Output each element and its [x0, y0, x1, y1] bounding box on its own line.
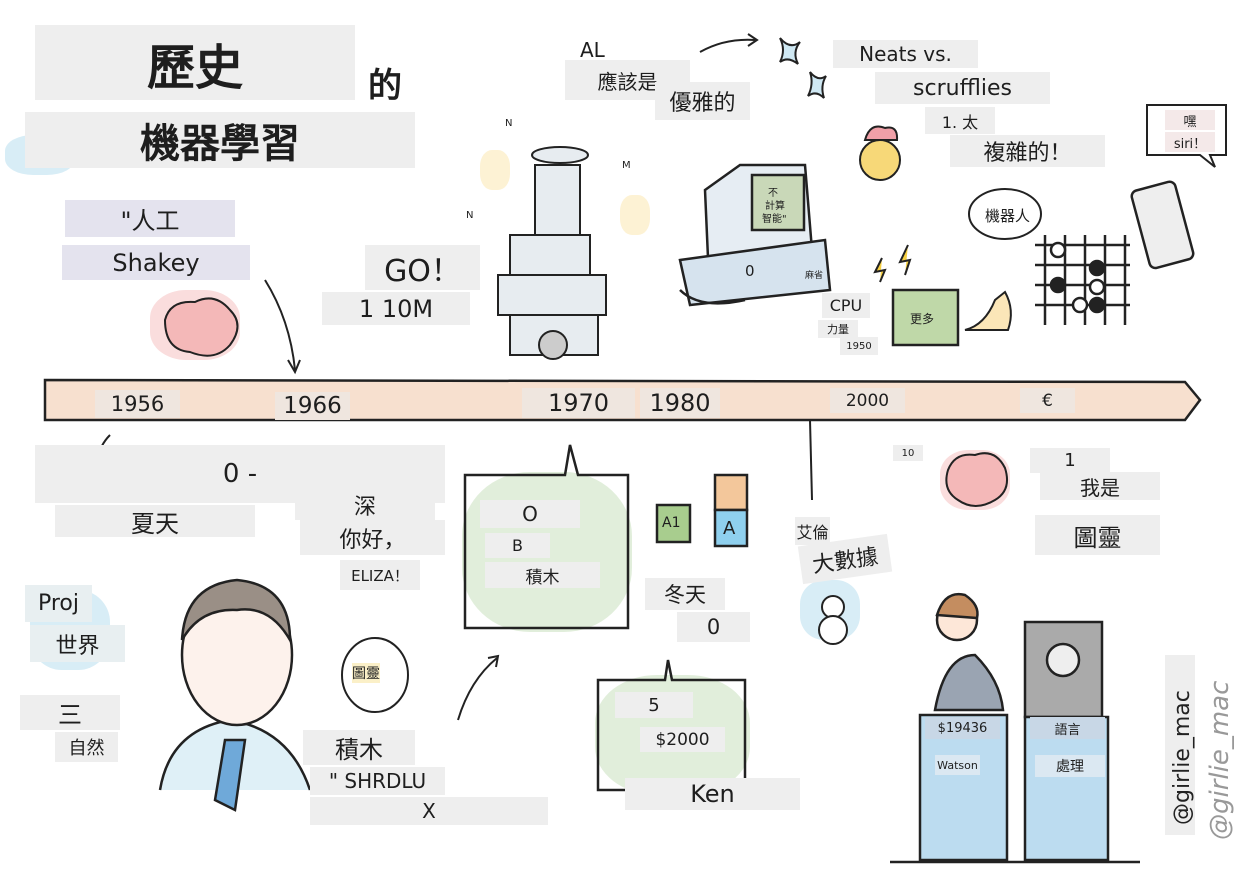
credit-handle: @girlie_mac — [1170, 690, 1195, 825]
label-power: 力量 — [818, 320, 858, 338]
monitor-tag: 麻省 — [805, 271, 824, 281]
timeline-year: 1980 — [640, 388, 720, 418]
box-o: O — [480, 500, 580, 528]
arrow-icon — [457, 657, 498, 721]
title-line1: 歷史 — [35, 25, 355, 100]
label-shrdlu-x: X — [310, 797, 548, 825]
label-robot: 機器人 — [985, 207, 1031, 225]
label-allen: 艾倫 — [795, 517, 830, 545]
cube-icon — [713, 508, 749, 548]
credit-box — [1165, 655, 1195, 835]
label-eliza: ELIZA！ — [340, 560, 420, 590]
box-b: B — [485, 533, 550, 558]
arrow-icon — [264, 279, 296, 371]
cpu-chip-icon — [891, 288, 960, 347]
box-blocks: 積木 — [485, 562, 600, 588]
speech-box — [596, 659, 747, 792]
sparkle-icon — [807, 71, 827, 99]
speech-bubble — [968, 188, 1042, 240]
label-world: 世界 — [30, 625, 125, 662]
label-winter: 冬天 — [645, 578, 725, 610]
timeline-year: 1956 — [95, 390, 180, 418]
label-deep: 深 — [295, 490, 435, 520]
label-shakey: Shakey — [62, 245, 250, 280]
label-go: GO！ — [365, 245, 480, 290]
monitor-line3: 智能" — [762, 214, 787, 225]
muscle-arm-icon — [964, 290, 1012, 331]
computer-icon — [678, 163, 832, 307]
timeline-year: 2000 — [830, 388, 905, 413]
pointer-line — [809, 419, 813, 501]
go-board-icon — [1035, 235, 1130, 325]
lightning-icon — [873, 257, 887, 283]
timeline-year: 1970 — [522, 388, 635, 418]
arrow-icon — [699, 38, 756, 53]
speech-box — [463, 444, 630, 630]
label-five: 5 — [615, 692, 693, 718]
phone-icon — [1130, 180, 1195, 270]
label-turing-bubble: 圖靈 — [352, 663, 380, 683]
label-ai: "人工 — [65, 200, 235, 237]
robot-letter-m: M — [622, 160, 631, 171]
chip-label: 更多 — [910, 312, 935, 326]
label-summer: 夏天 — [55, 505, 255, 538]
label-hello: 你好， — [300, 520, 445, 555]
label-elegant: 優雅的 — [655, 82, 750, 120]
wash — [480, 150, 510, 190]
title-line2: 機器學習 — [25, 112, 415, 168]
label-proj: Proj — [25, 585, 92, 622]
timeline-year: € — [1020, 388, 1075, 413]
label-go-count: 1 10M — [322, 292, 470, 325]
shakey-robot-icon — [497, 146, 607, 360]
title-particle: 的 — [368, 66, 402, 106]
snowman-icon — [818, 595, 848, 645]
label-shrdlu-blocks: 積木 — [303, 730, 415, 765]
podium-processing: 處理 — [1035, 755, 1105, 777]
sparkle-icon — [779, 37, 801, 65]
mind-blown-icon — [859, 125, 901, 181]
brain-icon — [945, 452, 1008, 507]
portrait-icon — [158, 578, 312, 812]
credit-watermark: @girlie_mac — [1205, 680, 1235, 840]
label-hey: 嘿 — [1165, 110, 1215, 130]
label-complex: 複雜的！ — [950, 135, 1105, 167]
timeline-year: 1966 — [275, 392, 350, 420]
podium-language: 語言 — [1030, 717, 1105, 739]
label-winter-zero: 0 — [677, 612, 750, 642]
robot-letter-n: N — [505, 118, 513, 129]
label-complex-num: 1. 太 — [925, 107, 995, 134]
label-siri: siri！ — [1165, 132, 1215, 152]
lightning-icon — [898, 244, 912, 276]
label-nature: 自然 — [55, 732, 118, 762]
label-ten: 10 — [893, 445, 923, 461]
label-ken: Ken — [625, 778, 800, 810]
label-al: AL — [580, 38, 605, 62]
podium-score: $19436 — [925, 717, 1000, 739]
wash — [620, 195, 650, 235]
label-should-be: 應該是 — [565, 60, 690, 100]
cube-icon — [713, 473, 749, 512]
label-year-1950: 1950 — [840, 337, 878, 355]
label-neats: Neats vs. — [833, 40, 978, 68]
label-three: 三 — [20, 695, 120, 730]
label-turing: 圖靈 — [1035, 515, 1160, 555]
cube-a: A — [723, 518, 736, 539]
brain-icon — [163, 297, 239, 357]
robot-letter-n2: N — [466, 210, 474, 221]
monitor-zero: 0 — [745, 262, 755, 280]
label-one: 1 — [1030, 448, 1110, 473]
podium-watson: Watson — [935, 755, 980, 775]
cube-a1: A1 — [662, 515, 681, 531]
label-amount: $2000 — [640, 727, 725, 752]
cube-icon — [655, 503, 692, 544]
monitor-line1: 不 — [768, 188, 778, 199]
label-shrdlu: " SHRDLU — [310, 767, 445, 795]
label-scruffies: scrufflies — [875, 72, 1050, 104]
monitor-line2: 計算 — [765, 201, 785, 212]
label-i-am: 我是 — [1040, 472, 1160, 500]
label-cpu: CPU — [822, 293, 870, 318]
